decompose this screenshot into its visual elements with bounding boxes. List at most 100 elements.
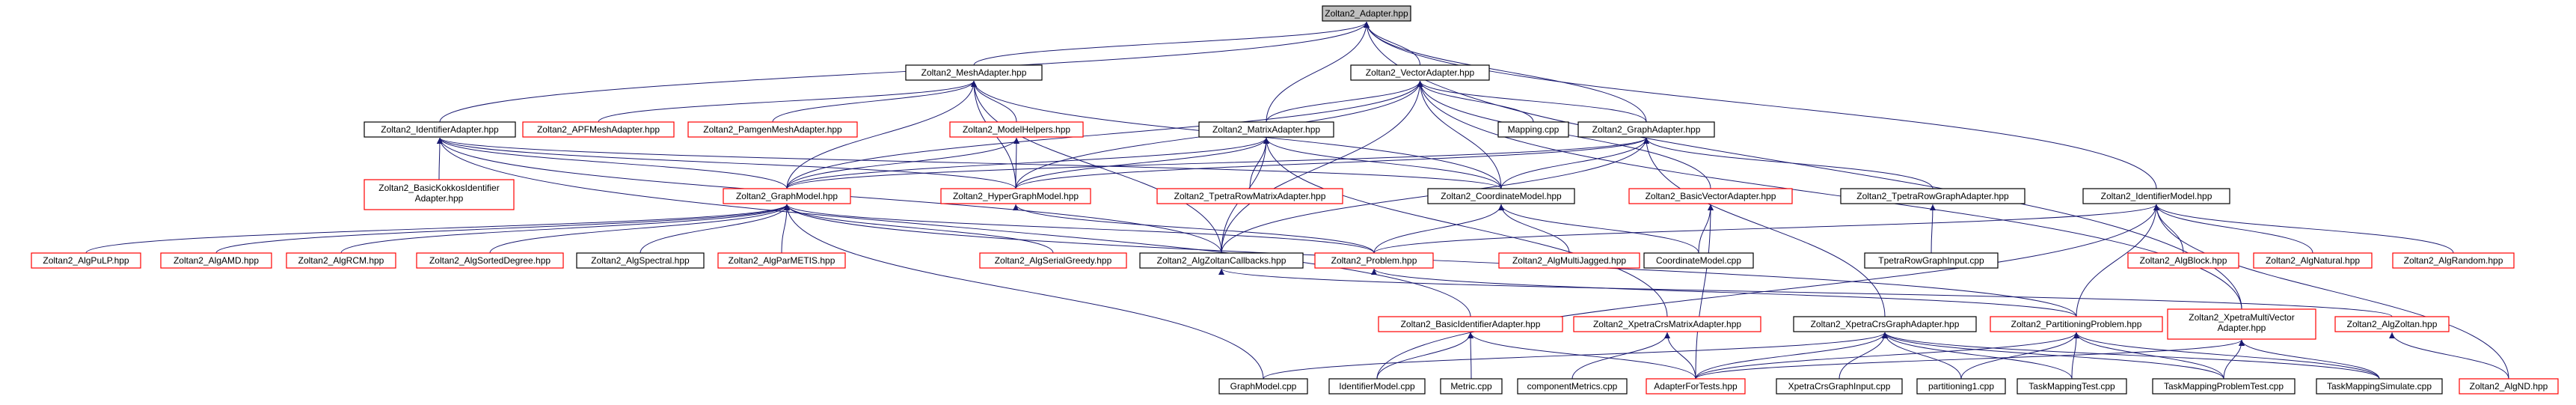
node-box — [2082, 188, 2230, 204]
edge-zoltan2-graphadapter-to-zoltan2-hypergraphmodel — [1015, 137, 1649, 189]
node-label: Zoltan2_AlgND.hpp — [2470, 381, 2548, 392]
edge-zoltan2-matrixadapter-to-zoltan2-hypergraphmodel — [1015, 137, 1269, 189]
node-zoltan2-coordinatemodel[interactable]: Zoltan2_CoordinateModel.hpp — [1427, 188, 1575, 204]
edge-zoltan2-adapter-to-zoltan2-vectoradapter — [1364, 21, 1420, 66]
node-taskmappingsimulate-cpp[interactable]: TaskMappingSimulate.cpp — [2316, 378, 2443, 395]
node-taskmappingproblemtest-cpp[interactable]: TaskMappingProblemTest.cpp — [2152, 378, 2296, 395]
node-zoltan2-apfmeshadapter[interactable]: Zoltan2_APFMeshAdapter.hpp — [522, 121, 675, 138]
node-zoltan2-algzoltancallbacks[interactable]: Zoltan2_AlgZoltanCallbacks.hpp — [1139, 252, 1304, 269]
node-zoltan2-graphadapter[interactable]: Zoltan2_GraphAdapter.hpp — [1577, 121, 1715, 138]
node-label: Zoltan2_PamgenMeshAdapter.hpp — [703, 124, 842, 135]
node-zoltan2-identifiermodel[interactable]: Zoltan2_IdentifierModel.hpp — [2082, 188, 2230, 204]
edge-zoltan2-vectoradapter-to-zoltan2-matrixadapter — [1266, 80, 1423, 123]
node-identifiermodel-cpp[interactable]: IdentifierModel.cpp — [1328, 378, 1426, 395]
node-label: Zoltan2_TpetraRowMatrixAdapter.hpp — [1174, 191, 1326, 201]
node-mapping-cpp[interactable]: Mapping.cpp — [1497, 121, 1569, 138]
node-zoltan2-vectoradapter[interactable]: Zoltan2_VectorAdapter.hpp — [1350, 64, 1490, 81]
edge-zoltan2-basicidentifieradapter-to-identifiermodel-cpp — [1376, 332, 1473, 380]
node-box — [2253, 252, 2373, 269]
node-zoltan2-algnd[interactable]: Zoltan2_AlgND.hpp — [2459, 378, 2559, 395]
node-box — [2459, 378, 2559, 395]
node-label: Zoltan2_Problem.hpp — [1331, 255, 1417, 266]
node-tpetrarowgraphinput-cpp[interactable]: TpetraRowGraphInput.cpp — [1864, 252, 1999, 269]
edge-zoltan2-problem-to-zoltan2-partitioningproblem — [1371, 268, 2077, 317]
node-zoltan2-algpulp[interactable]: Zoltan2_AlgPuLP.hpp — [31, 252, 141, 269]
edge-zoltan2-coordinatemodel-to-zoltan2-algmultijagged — [1498, 204, 1570, 254]
edge-zoltan2-graphmodel-to-zoltan2-algrcm — [340, 204, 790, 254]
node-box — [576, 252, 705, 269]
node-box — [286, 252, 396, 269]
node-zoltan2-modelhelpers[interactable]: Zoltan2_ModelHelpers.hpp — [949, 121, 1084, 138]
edge-zoltan2-identifieradapter-to-zoltan2-basickokkosidentifieradapter — [436, 137, 443, 180]
node-zoltan2-tpetrarowmatrixadapter[interactable]: Zoltan2_TpetraRowMatrixAdapter.hpp — [1156, 188, 1343, 204]
edge-zoltan2-vectoradapter-to-zoltan2-coordinatemodel — [1417, 80, 1502, 189]
node-box — [1497, 121, 1569, 138]
edge-zoltan2-xpetracrsgraphadapter-to-adapterfortests-hpp — [1695, 332, 1888, 380]
node-box — [1378, 316, 1563, 332]
node-label: Zoltan2_GraphModel.hpp — [736, 191, 838, 201]
node-zoltan2-algrandom[interactable]: Zoltan2_AlgRandom.hpp — [2392, 252, 2515, 269]
node-label: Zoltan2_AlgBlock.hpp — [2140, 255, 2227, 266]
node-zoltan2-algblock[interactable]: Zoltan2_AlgBlock.hpp — [2127, 252, 2239, 269]
node-zoltan2-graphmodel[interactable]: Zoltan2_GraphModel.hpp — [723, 188, 851, 204]
node-taskmappingtest-cpp[interactable]: TaskMappingTest.cpp — [2017, 378, 2127, 395]
node-zoltan2-algzoltan[interactable]: Zoltan2_AlgZoltan.hpp — [2334, 316, 2450, 332]
node-box — [1156, 188, 1343, 204]
edge-zoltan2-xpetracrsgraphadapter-to-taskmappingproblemtest-cpp — [1882, 332, 2224, 380]
node-box — [1840, 188, 2025, 204]
node-box — [2167, 308, 2316, 340]
node-graphmodel-cpp[interactable]: GraphModel.cpp — [1218, 378, 1308, 395]
node-componentmetrics-cpp[interactable]: componentMetrics.cpp — [1517, 378, 1628, 395]
edge-zoltan2-meshadapter-to-zoltan2-graphmodel — [786, 80, 977, 189]
node-box — [364, 179, 515, 210]
node-metric-cpp[interactable]: Metric.cpp — [1440, 378, 1503, 395]
node-label: TaskMappingProblemTest.cpp — [2164, 381, 2284, 392]
node-adapterfortests-hpp[interactable]: AdapterForTests.hpp — [1646, 378, 1746, 395]
node-zoltan2-identifieradapter[interactable]: Zoltan2_IdentifierAdapter.hpp — [364, 121, 516, 138]
node-zoltan2-pamgenmeshadapter[interactable]: Zoltan2_PamgenMeshAdapter.hpp — [687, 121, 858, 138]
node-partitioning1-cpp[interactable]: partitioning1.cpp — [1916, 378, 2006, 395]
edge-zoltan2-identifiermodel-to-zoltan2-algrandom — [2153, 204, 2454, 254]
node-box — [2392, 252, 2515, 269]
node-label: Zoltan2_AlgParMETIS.hpp — [729, 255, 835, 266]
edge-zoltan2-identifiermodel-to-zoltan2-algnatural — [2153, 204, 2313, 254]
edge-zoltan2-vectoradapter-to-zoltan2-graphadapter — [1417, 80, 1647, 123]
node-zoltan2-basicidentifieradapter[interactable]: Zoltan2_BasicIdentifierAdapter.hpp — [1378, 316, 1563, 332]
node-zoltan2-problem[interactable]: Zoltan2_Problem.hpp — [1314, 252, 1434, 269]
node-label-line2: Adapter.hpp — [2218, 323, 2266, 333]
node-zoltan2-basicvectoradapter[interactable]: Zoltan2_BasicVectorAdapter.hpp — [1628, 188, 1793, 204]
node-label: Metric.cpp — [1450, 381, 1492, 392]
node-zoltan2-algspectral[interactable]: Zoltan2_AlgSpectral.hpp — [576, 252, 705, 269]
edge-zoltan2-identifiermodel-to-zoltan2-algblock — [2153, 204, 2184, 254]
node-zoltan2-partitioningproblem[interactable]: Zoltan2_PartitioningProblem.hpp — [1990, 316, 2163, 332]
edge-zoltan2-identifiermodel-to-zoltan2-partitioningproblem — [2076, 204, 2159, 317]
node-box — [2017, 378, 2127, 395]
node-label: Zoltan2_CoordinateModel.hpp — [1441, 191, 1562, 201]
edge-zoltan2-graphadapter-to-zoltan2-tpetrarowgraphadapter — [1643, 137, 1933, 189]
edge-zoltan2-algzoltan-to-zoltan2-algnd — [2389, 332, 2509, 380]
node-label: Zoltan2_MatrixAdapter.hpp — [1212, 124, 1320, 135]
edge-zoltan2-adapter-to-zoltan2-identifiermodel — [1364, 21, 2157, 189]
node-zoltan2-tpetrarowgraphadapter[interactable]: Zoltan2_TpetraRowGraphAdapter.hpp — [1840, 188, 2025, 204]
node-zoltan2-algnatural[interactable]: Zoltan2_AlgNatural.hpp — [2253, 252, 2373, 269]
node-zoltan2-algmultijagged[interactable]: Zoltan2_AlgMultiJagged.hpp — [1498, 252, 1640, 269]
node-zoltan2-meshadapter[interactable]: Zoltan2_MeshAdapter.hpp — [905, 64, 1043, 81]
node-xpetracrsgraphinput-cpp[interactable]: XpetraCrsGraphInput.cpp — [1776, 378, 1903, 395]
node-zoltan2-algserialgreedy[interactable]: Zoltan2_AlgSerialGreedy.hpp — [979, 252, 1127, 269]
node-box — [364, 121, 516, 138]
edge-zoltan2-partitioningproblem-to-adapterfortests-hpp — [1695, 332, 2079, 380]
node-zoltan2-algsorteddegree[interactable]: Zoltan2_AlgSortedDegree.hpp — [416, 252, 564, 269]
node-zoltan2-algrcm[interactable]: Zoltan2_AlgRCM.hpp — [286, 252, 396, 269]
node-zoltan2-xpetracrsgraphadapter[interactable]: Zoltan2_XpetraCrsGraphAdapter.hpp — [1793, 316, 1977, 332]
node-coordinatemodel-cpp[interactable]: CoordinateModel.cpp — [1643, 252, 1754, 269]
edge-zoltan2-xpetracrsgraphadapter-to-taskmappingtest-cpp — [1882, 332, 2073, 380]
node-zoltan2-xpetracrsmatrixadapter[interactable]: Zoltan2_XpetraCrsMatrixAdapter.hpp — [1573, 316, 1761, 332]
node-box — [1139, 252, 1304, 269]
node-zoltan2-algparmetis[interactable]: Zoltan2_AlgParMETIS.hpp — [717, 252, 846, 269]
node-zoltan2-hypergraphmodel[interactable]: Zoltan2_HyperGraphModel.hpp — [940, 188, 1091, 204]
node-box — [2316, 378, 2443, 395]
node-zoltan2-matrixadapter[interactable]: Zoltan2_MatrixAdapter.hpp — [1198, 121, 1334, 138]
node-zoltan2-algamd[interactable]: Zoltan2_AlgAMD.hpp — [160, 252, 272, 269]
